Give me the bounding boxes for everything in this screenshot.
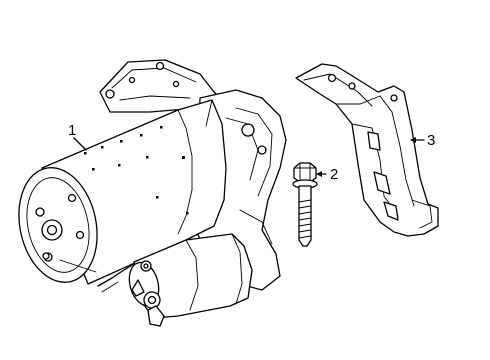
callout-bracket-label: 3 bbox=[427, 132, 435, 149]
mounting-bracket bbox=[295, 63, 439, 237]
starter-motor bbox=[18, 59, 287, 327]
callout-bolt-label: 2 bbox=[330, 166, 338, 183]
callout-starter-label: 1 bbox=[68, 122, 76, 139]
callout-leaders bbox=[73, 137, 425, 177]
mounting-bolt bbox=[292, 162, 318, 247]
